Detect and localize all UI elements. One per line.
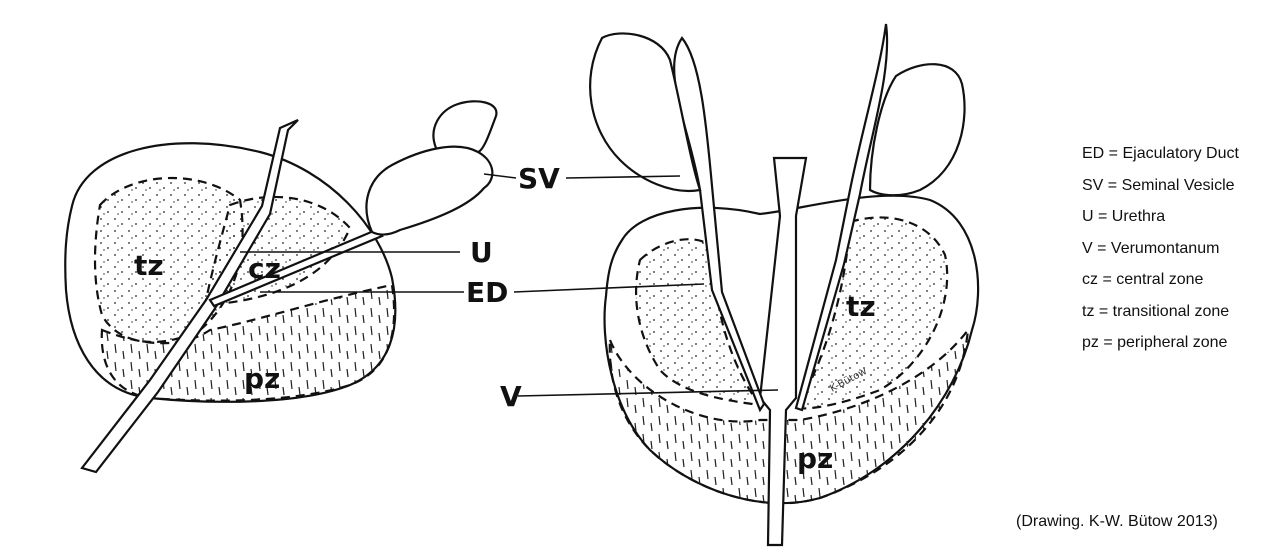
legend-item: pz = peripheral zone: [1082, 327, 1278, 359]
right-tz-label: tz: [846, 290, 876, 323]
legend-item: SV = Seminal Vesicle: [1082, 170, 1278, 202]
callout-sv: SV: [518, 162, 560, 195]
left-seminal-vesicle: [366, 147, 492, 235]
callout-v: V: [500, 380, 522, 413]
legend-item: cz = central zone: [1082, 264, 1278, 296]
callout-u: U: [470, 236, 493, 269]
left-sv-tail: [433, 101, 496, 152]
legend-item: U = Urethra: [1082, 201, 1278, 233]
callout-ed: ED: [466, 276, 508, 309]
left-tz-label: tz: [134, 249, 164, 282]
abbreviation-legend: ED = Ejaculatory Duct SV = Seminal Vesic…: [1082, 138, 1278, 359]
legend-item: tz = transitional zone: [1082, 296, 1278, 328]
right-coronal-view: [590, 24, 978, 545]
drawing-credit: (Drawing. K-W. Bütow 2013): [1016, 513, 1218, 531]
left-sagittal-view: [65, 101, 496, 472]
right-pz-label: pz: [797, 442, 833, 475]
left-pz-label: pz: [244, 362, 280, 395]
right-left-tz-region: [636, 239, 760, 405]
legend-item: ED = Ejaculatory Duct: [1082, 138, 1278, 170]
left-cz-label: cz: [248, 252, 281, 285]
legend-item: V = Verumontanum: [1082, 233, 1278, 265]
